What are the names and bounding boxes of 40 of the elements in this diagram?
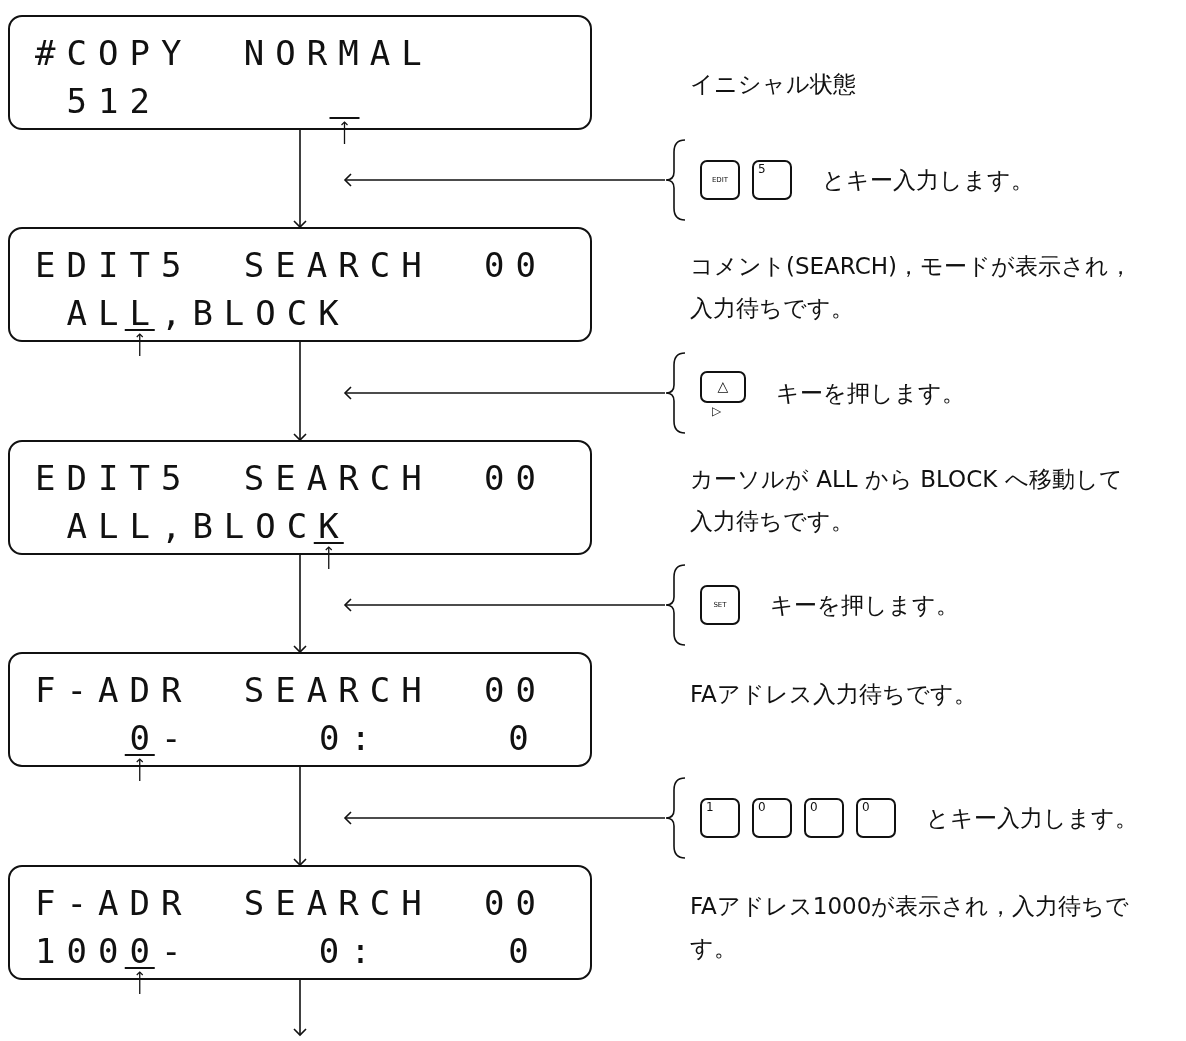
key-cap: 1 — [700, 798, 740, 838]
description-text: FAアドレス入力待ちです。 — [690, 680, 978, 709]
key-cap: 0 — [804, 798, 844, 838]
display-line: 1000- 0: 0 — [35, 931, 540, 971]
arrow — [293, 129, 307, 228]
instruction-text: とキー入力します。 — [822, 166, 1034, 195]
display-line: EDIT5 SEARCH 00 — [35, 245, 548, 285]
display-line: EDIT5 SEARCH 00 — [35, 458, 548, 498]
description-text: カーソルが ALL から BLOCK へ移動して入力待ちです。 — [690, 465, 1124, 536]
key-cap: 0 — [856, 798, 896, 838]
display-line: 0- 0: 0 — [129, 718, 540, 758]
display-line: F-ADR SEARCH 00 — [35, 670, 548, 710]
key-cap: △ — [700, 371, 746, 403]
instruction-text: キーを押します。 — [776, 379, 965, 408]
key-cap: 5 — [752, 160, 792, 200]
arrow — [293, 554, 307, 653]
instruction-text: キーを押します。 — [770, 591, 959, 620]
instruction-text: とキー入力します。 — [926, 804, 1138, 833]
lcd-screen — [8, 652, 592, 767]
arrow — [344, 173, 666, 187]
key-hint-text: ▷ — [712, 404, 722, 418]
arrow — [293, 766, 307, 866]
arrow — [344, 386, 666, 400]
arrow — [293, 341, 307, 441]
display-line: ALL,BLOCK — [66, 506, 350, 546]
lcd-screen — [8, 440, 592, 555]
description-text: FAアドレス1000が表示され，入力待ちです。 — [690, 892, 1131, 963]
key-cap: 0 — [752, 798, 792, 838]
description-text: イニシャル状態 — [690, 70, 857, 99]
arrow — [344, 598, 666, 612]
display-line: 512 — [66, 81, 161, 121]
lcd-screen — [8, 865, 592, 980]
lcd-screen — [8, 227, 592, 342]
arrow — [293, 979, 307, 1036]
display-line: #COPY NORMAL — [35, 33, 433, 73]
display-line: F-ADR SEARCH 00 — [35, 883, 548, 923]
display-line: ALL,BLOCK — [66, 293, 350, 333]
description-text: コメント(SEARCH)，モードが表示され，入力待ちです。 — [690, 252, 1133, 323]
lcd-screen — [8, 15, 592, 130]
arrow — [344, 811, 666, 825]
